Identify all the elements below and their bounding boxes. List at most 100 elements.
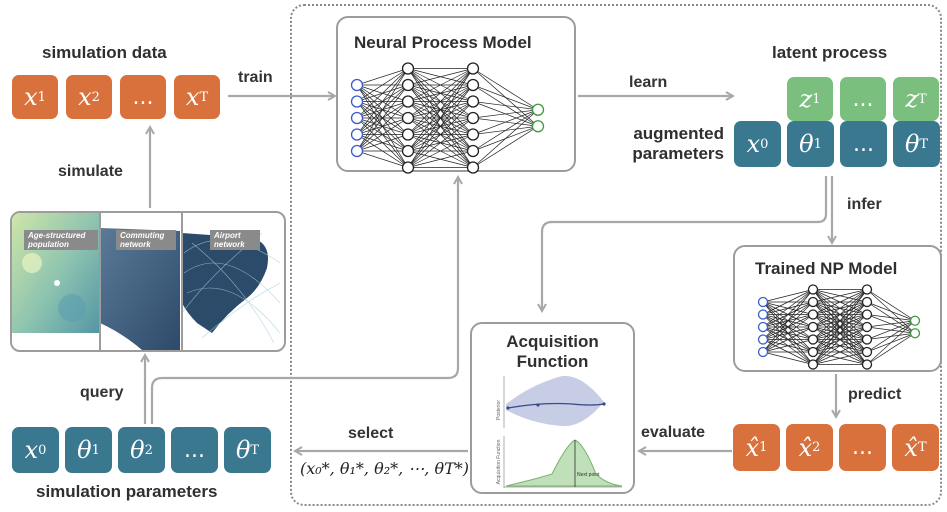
evaluate-label: evaluate xyxy=(641,424,706,441)
neural-process-model-title: Neural Process Model xyxy=(354,33,532,52)
trained-np-node xyxy=(861,296,873,308)
trained-np-connection xyxy=(762,301,814,353)
np-node xyxy=(466,62,480,75)
np-node xyxy=(401,111,415,125)
trained-np-connection xyxy=(762,326,814,353)
np-node xyxy=(466,111,480,125)
trained-network-diagram xyxy=(757,284,921,370)
trained-np-node xyxy=(861,346,873,358)
feedback-arrow xyxy=(150,178,458,424)
np-node xyxy=(466,95,480,108)
next-point-label: Next point xyxy=(577,472,600,478)
trained-np-connection xyxy=(866,314,916,322)
neural-process-model-box: Neural Process Model xyxy=(336,16,576,174)
trained-np-connection xyxy=(812,326,868,365)
np-connection xyxy=(472,125,539,168)
trained-np-connection xyxy=(866,301,916,322)
commuting-map xyxy=(100,228,180,350)
np-connection xyxy=(407,68,474,102)
np-connection xyxy=(407,150,474,168)
us-maps-panel: Age-structured population Commuting netw… xyxy=(10,211,286,352)
infer-label: infer xyxy=(847,196,882,213)
infer-to-acquisition-arrow xyxy=(542,176,828,310)
trained-np-node xyxy=(807,359,819,370)
airport-map xyxy=(182,233,268,333)
np-node xyxy=(466,128,480,141)
augmented-parameters-label: augmented parameters xyxy=(618,124,724,164)
trained-np-model-title: Trained NP Model xyxy=(755,259,898,278)
trained-np-connection xyxy=(812,339,868,365)
np-node xyxy=(350,128,364,141)
acquisition-axis-label: Acquisition Function xyxy=(496,439,502,484)
np-node xyxy=(466,161,480,174)
trained-np-node xyxy=(807,346,819,358)
acquisition-curve xyxy=(505,439,623,487)
acquisition-function-box: Acquisition Function Posterior Acquisiti… xyxy=(470,322,635,494)
np-connection xyxy=(472,109,539,119)
np-connection xyxy=(356,150,409,168)
latent-process-title: latent process xyxy=(772,43,888,62)
np-connection xyxy=(407,68,474,135)
np-connection xyxy=(356,101,409,152)
simulation-parameter-tile: ... xyxy=(171,427,218,473)
trained-np-connection xyxy=(762,351,814,365)
simulate-label: simulate xyxy=(58,163,123,180)
trained-np-node xyxy=(757,296,769,308)
map-label-population: Age-structured population xyxy=(24,230,98,250)
simulation-data-tile: ... xyxy=(120,75,166,119)
np-node xyxy=(531,120,545,133)
trained-np-connection xyxy=(866,320,916,328)
trained-np-connection xyxy=(812,301,868,365)
augmented-line2: parameters xyxy=(632,144,724,163)
np-connection xyxy=(356,68,409,102)
predicted-output-tile: x̂1 xyxy=(733,424,780,471)
latent-tile: ... xyxy=(840,77,886,121)
trained-np-node xyxy=(861,309,873,320)
np-connection xyxy=(472,109,539,152)
trained-np-connection xyxy=(762,314,814,353)
np-node xyxy=(350,95,364,108)
trained-np-node xyxy=(861,284,873,295)
np-node xyxy=(531,103,545,116)
np-connection xyxy=(356,84,409,152)
np-connection xyxy=(407,68,474,152)
trained-np-connection xyxy=(866,320,916,353)
trained-np-node xyxy=(757,346,769,358)
np-node xyxy=(401,78,415,92)
acquisition-title: Acquisition Function xyxy=(472,332,633,372)
train-label: train xyxy=(238,69,273,86)
trained-np-connection xyxy=(866,332,916,365)
trained-np-connection xyxy=(762,339,814,353)
np-connection xyxy=(356,68,409,152)
trained-np-node xyxy=(861,359,873,370)
np-node xyxy=(401,144,415,158)
trained-np-model-box: Trained NP Model xyxy=(733,245,942,372)
np-connection xyxy=(407,134,474,168)
np-connection xyxy=(472,84,539,111)
np-node xyxy=(350,78,364,92)
trained-np-node xyxy=(807,309,819,320)
np-connection xyxy=(472,109,539,135)
trained-np-node xyxy=(807,321,819,333)
learn-label: learn xyxy=(629,74,668,91)
np-node xyxy=(466,144,480,158)
np-connection xyxy=(356,68,409,135)
trained-np-node xyxy=(909,328,921,339)
map-label-commuting: Commuting network xyxy=(116,230,176,250)
trained-np-connection xyxy=(812,289,868,315)
trained-np-connection xyxy=(812,289,868,365)
np-connection xyxy=(356,134,409,152)
query-label: query xyxy=(80,384,124,401)
np-connection xyxy=(356,68,409,119)
trained-np-node xyxy=(861,321,873,333)
